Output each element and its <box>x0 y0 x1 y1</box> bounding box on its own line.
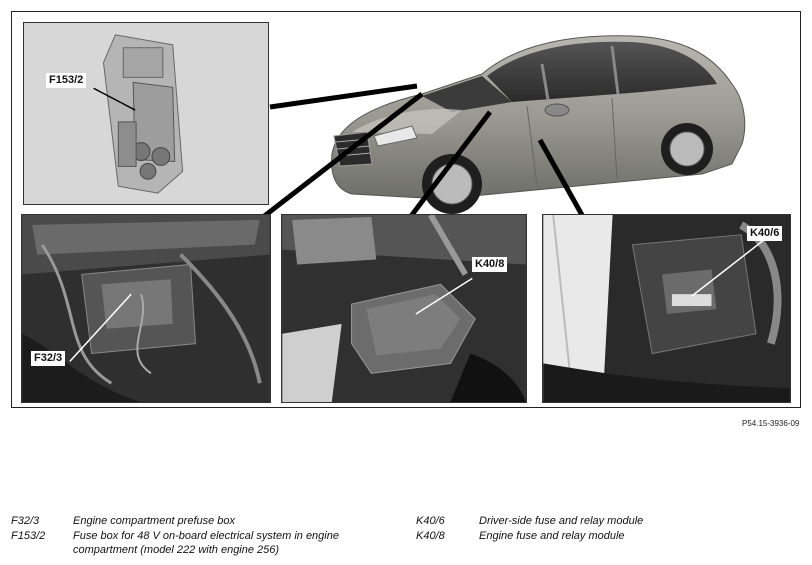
legend-desc: Fuse box for 48 V on-board electrical sy… <box>73 530 339 542</box>
callout-f153-2: F153/2 <box>46 73 87 88</box>
photo-k40-6: K40/6 <box>542 214 791 403</box>
legend-code: K40/8 <box>416 530 445 542</box>
driver-side-module-illustration <box>543 215 790 402</box>
car-illustration <box>331 35 746 214</box>
legend-code: K40/6 <box>416 515 445 527</box>
photo-f32-3: F32/3 <box>21 214 271 403</box>
car-image <box>312 14 752 219</box>
legend-desc: Engine compartment prefuse box <box>73 515 236 527</box>
legend-left: F32/3 Engine compartment prefuse box F15… <box>11 514 411 564</box>
figure-reference-code: P54.15-3936-09 <box>742 419 800 428</box>
callout-f32-3: F32/3 <box>31 351 66 366</box>
fuse-box-illustration <box>24 23 268 204</box>
legend-desc: Engine fuse and relay module <box>479 530 625 542</box>
legend-item: K40/8 Engine fuse and relay module <box>416 529 806 543</box>
legend-item: F153/2 Fuse box for 48 V on-board electr… <box>11 529 411 559</box>
legend-code: F32/3 <box>11 515 40 527</box>
engine-fuse-module-illustration <box>282 215 526 402</box>
callout-k40-8: K40/8 <box>472 257 508 272</box>
legend-right: K40/6 Driver-side fuse and relay module … <box>416 514 806 550</box>
legend-item: F32/3 Engine compartment prefuse box <box>11 514 411 528</box>
figure-frame: F153/2 F32/3 K40/8 <box>11 11 801 408</box>
engine-bay-illustration <box>22 215 270 402</box>
legend-desc: Driver-side fuse and relay module <box>479 515 644 527</box>
photo-k40-8: K40/8 <box>281 214 527 403</box>
legend-desc-continued: compartment (model 222 with engine 256) <box>73 544 280 556</box>
callout-k40-6: K40/6 <box>747 226 783 241</box>
photo-f153-2: F153/2 <box>23 22 269 205</box>
legend-code: F153/2 <box>11 530 46 542</box>
legend-item: K40/6 Driver-side fuse and relay module <box>416 514 806 528</box>
